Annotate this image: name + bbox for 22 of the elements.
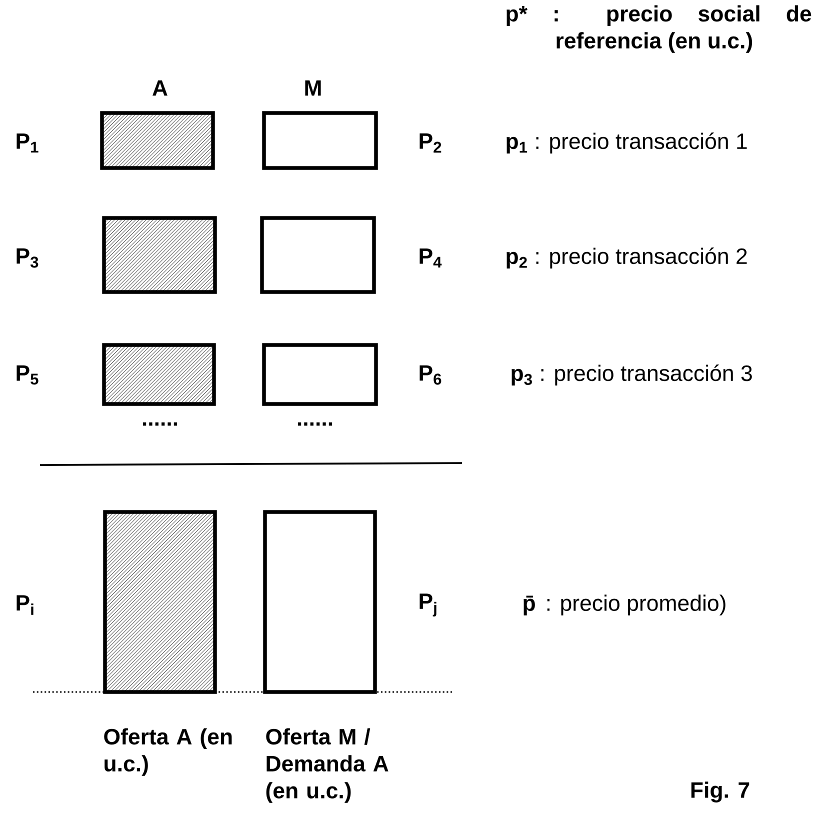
hatched-box [100, 111, 215, 170]
price-label: P$_{4}$ [420, 248, 442, 268]
legend-text: p̄ : precio promedio) [524, 594, 726, 616]
empty-box [260, 216, 376, 294]
empty-box [263, 510, 377, 694]
price-label: P$_{1}$ [16, 133, 38, 153]
legend-text: p$_{1}$ : precio transacción 1 [506, 132, 747, 154]
hatched-box [102, 343, 216, 406]
price-label: P$_{2}$ [420, 133, 442, 153]
hatched-box [102, 216, 217, 294]
legend-text: p* : precio social de referencia (en u.c.) [506, 5, 812, 53]
empty-box [262, 343, 378, 406]
legend-text: p$_{2}$ : precio transacción 2 [506, 248, 747, 268]
hatched-box [103, 510, 217, 694]
price-label: P$_{6}$ [420, 365, 442, 385]
price-label: P$_{5}$ [16, 365, 38, 385]
legend-text: p$_{3}$ : precio transacción 3 [512, 364, 752, 386]
figure-number: Fig. 7 [691, 782, 750, 802]
price-label: P$_{3}$ [16, 248, 38, 268]
empty-box [262, 111, 378, 170]
axis-label: Oferta A (en u.c.) [104, 728, 232, 776]
axis-label: Oferta M / Demanda A (en u.c.) [266, 728, 388, 803]
